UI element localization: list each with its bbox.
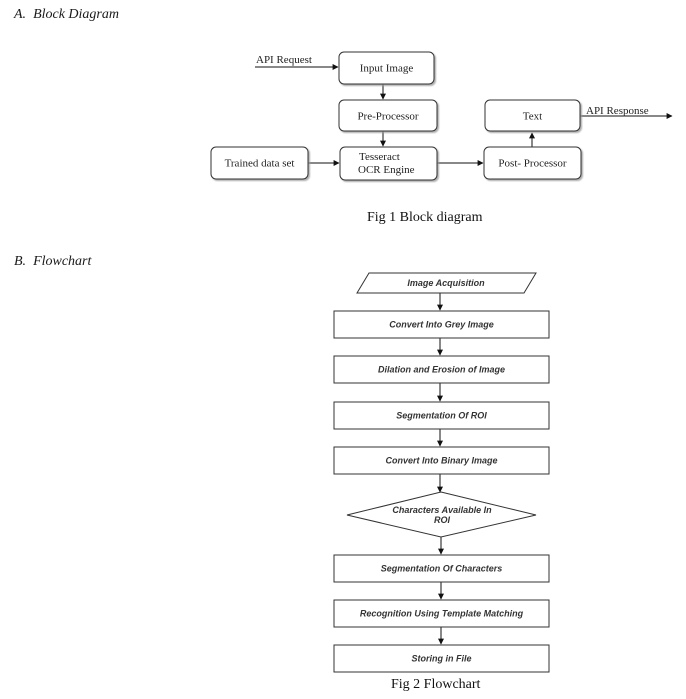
flowchart: Image Acquisition Convert Into Grey Imag…: [333, 272, 550, 673]
section-b-title: Flowchart: [33, 254, 92, 269]
tesseract-label-line2: OCR Engine: [358, 164, 415, 176]
decision-label-line1: Characters Available In: [392, 505, 492, 515]
post-processor-box: Post- Processor: [483, 146, 582, 180]
pre-processor-box: Pre-Processor: [338, 99, 438, 132]
recognition-box: Recognition Using Template Matching: [333, 599, 550, 628]
api-request-label: API Request: [256, 54, 312, 66]
convert-grey-box: Convert Into Grey Image: [333, 310, 550, 339]
section-a-title: Block Diagram: [33, 7, 119, 22]
trained-data-set-label: Trained data set: [225, 158, 295, 170]
text-box: Text: [484, 99, 581, 132]
decision-label-line2: ROI: [434, 515, 451, 525]
convert-binary-label: Convert Into Binary Image: [385, 456, 497, 466]
image-acquisition-parallelogram: Image Acquisition: [356, 272, 537, 294]
image-acquisition-label: Image Acquisition: [407, 278, 485, 288]
pre-processor-label: Pre-Processor: [357, 111, 418, 123]
section-a-heading: A. Block Diagram: [14, 7, 119, 23]
storing-label: Storing in File: [412, 654, 472, 664]
fig2-caption: Fig 2 Flowchart: [391, 677, 481, 692]
dilation-erosion-box: Dilation and Erosion of Image: [333, 355, 550, 384]
segmentation-roi-label: Segmentation Of ROI: [396, 411, 487, 421]
section-a-letter: A.: [14, 7, 27, 22]
characters-available-decision: Characters Available In ROI: [346, 491, 537, 538]
text-label: Text: [523, 111, 542, 123]
section-b-letter: B.: [14, 254, 27, 269]
input-image-box: Input Image: [338, 51, 435, 85]
dilation-erosion-label: Dilation and Erosion of Image: [378, 365, 505, 375]
block-diagram: API Request API Response Input Image Pre…: [210, 51, 673, 181]
segmentation-chars-label: Segmentation Of Characters: [381, 564, 503, 574]
input-image-label: Input Image: [360, 63, 414, 75]
tesseract-label-line1: Tesseract: [359, 151, 400, 163]
recognition-label: Recognition Using Template Matching: [360, 609, 524, 619]
convert-grey-label: Convert Into Grey Image: [389, 320, 494, 330]
segmentation-chars-box: Segmentation Of Characters: [333, 554, 550, 583]
trained-data-set-box: Trained data set: [210, 146, 309, 180]
tesseract-ocr-engine-box: Tesseract OCR Engine: [339, 146, 438, 181]
post-processor-label: Post- Processor: [498, 158, 566, 170]
storing-box: Storing in File: [333, 644, 550, 673]
convert-binary-box: Convert Into Binary Image: [333, 446, 550, 475]
api-response-label: API Response: [586, 105, 649, 117]
section-b-heading: B. Flowchart: [14, 254, 91, 270]
segmentation-roi-box: Segmentation Of ROI: [333, 401, 550, 430]
fig1-caption: Fig 1 Block diagram: [367, 210, 483, 225]
